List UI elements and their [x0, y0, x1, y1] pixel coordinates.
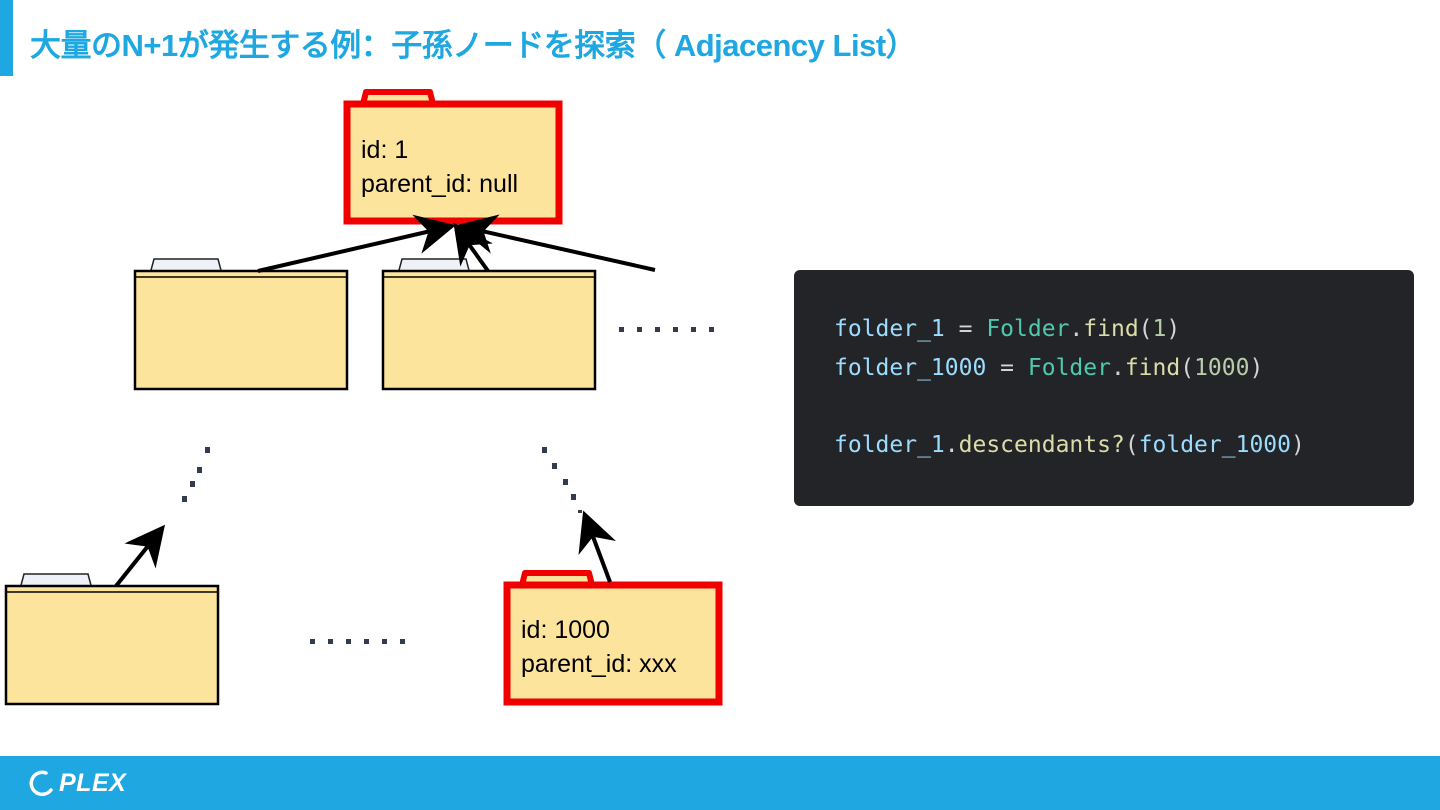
code-token: ): [1249, 355, 1264, 381]
code-token: (: [1138, 316, 1153, 342]
code-line-1: folder_1 = Folder.find(1): [834, 316, 1180, 342]
edge-a-to-root: [257, 214, 456, 273]
child-folder-b: [381, 258, 597, 391]
code-token: folder_1: [834, 316, 945, 342]
dotted-path-right: [542, 447, 582, 513]
code-token: Folder: [1027, 355, 1111, 381]
ellipsis-right: [619, 327, 714, 332]
code-token: folder_1000: [834, 355, 987, 381]
edge-more-to-root: [456, 214, 656, 272]
code-token: 1: [1152, 316, 1167, 342]
logo-text: PLEX: [59, 769, 127, 797]
logo-mark-icon: [29, 770, 53, 796]
root-folder: [343, 89, 563, 225]
target-folder-id: id: 1000: [521, 616, 610, 644]
target-folder-parent-id: parent_id: xxx: [521, 650, 677, 678]
code-token: =: [986, 355, 1028, 381]
code-token: (: [1124, 432, 1139, 458]
root-folder-label: id: 1 parent_id: null: [361, 133, 518, 201]
code-token: folder_1: [834, 432, 945, 458]
slide-title: 大量のN+1が発生する例：子孫ノードを探索（ Adjacency List）: [30, 28, 917, 63]
code-token: ): [1291, 432, 1305, 458]
target-folder-label: id: 1000 parent_id: xxx: [521, 613, 677, 681]
code-token: Folder: [986, 316, 1070, 342]
edge-descendant-up: [114, 524, 165, 588]
ellipsis-bottom: [310, 639, 405, 644]
code-token: 1000: [1194, 355, 1250, 381]
code-token: folder_1000: [1138, 432, 1291, 458]
code-token: .: [1069, 316, 1084, 342]
root-folder-parent-id: parent_id: null: [361, 170, 519, 198]
root-folder-id: id: 1: [361, 136, 409, 164]
code-token: descendants?: [958, 432, 1125, 458]
title-accent-bar: [0, 0, 13, 76]
target-folder: [503, 570, 723, 706]
dotted-path-left: [182, 447, 210, 502]
footer-bar: PLEX: [0, 756, 1440, 810]
plex-logo: PLEX: [26, 769, 126, 798]
code-snippet-panel: folder_1 = Folder.find(1) folder_1000 = …: [794, 270, 1414, 506]
code-token: find: [1083, 316, 1139, 342]
code-token: =: [944, 316, 987, 342]
folder-tree-diagram: [4, 89, 723, 706]
code-line-4: folder_1.descendants?(folder_1000): [834, 432, 1305, 458]
code-line-2: folder_1000 = Folder.find(1000): [834, 355, 1263, 381]
code-token: .: [1110, 355, 1125, 381]
code-token: .: [944, 432, 959, 458]
code-token: ): [1166, 316, 1181, 342]
code-token: (: [1180, 355, 1195, 381]
child-folder-a: [133, 258, 349, 391]
code-token: find: [1124, 355, 1181, 381]
descendant-folder: [4, 573, 220, 706]
edge-target-up: [578, 510, 616, 583]
